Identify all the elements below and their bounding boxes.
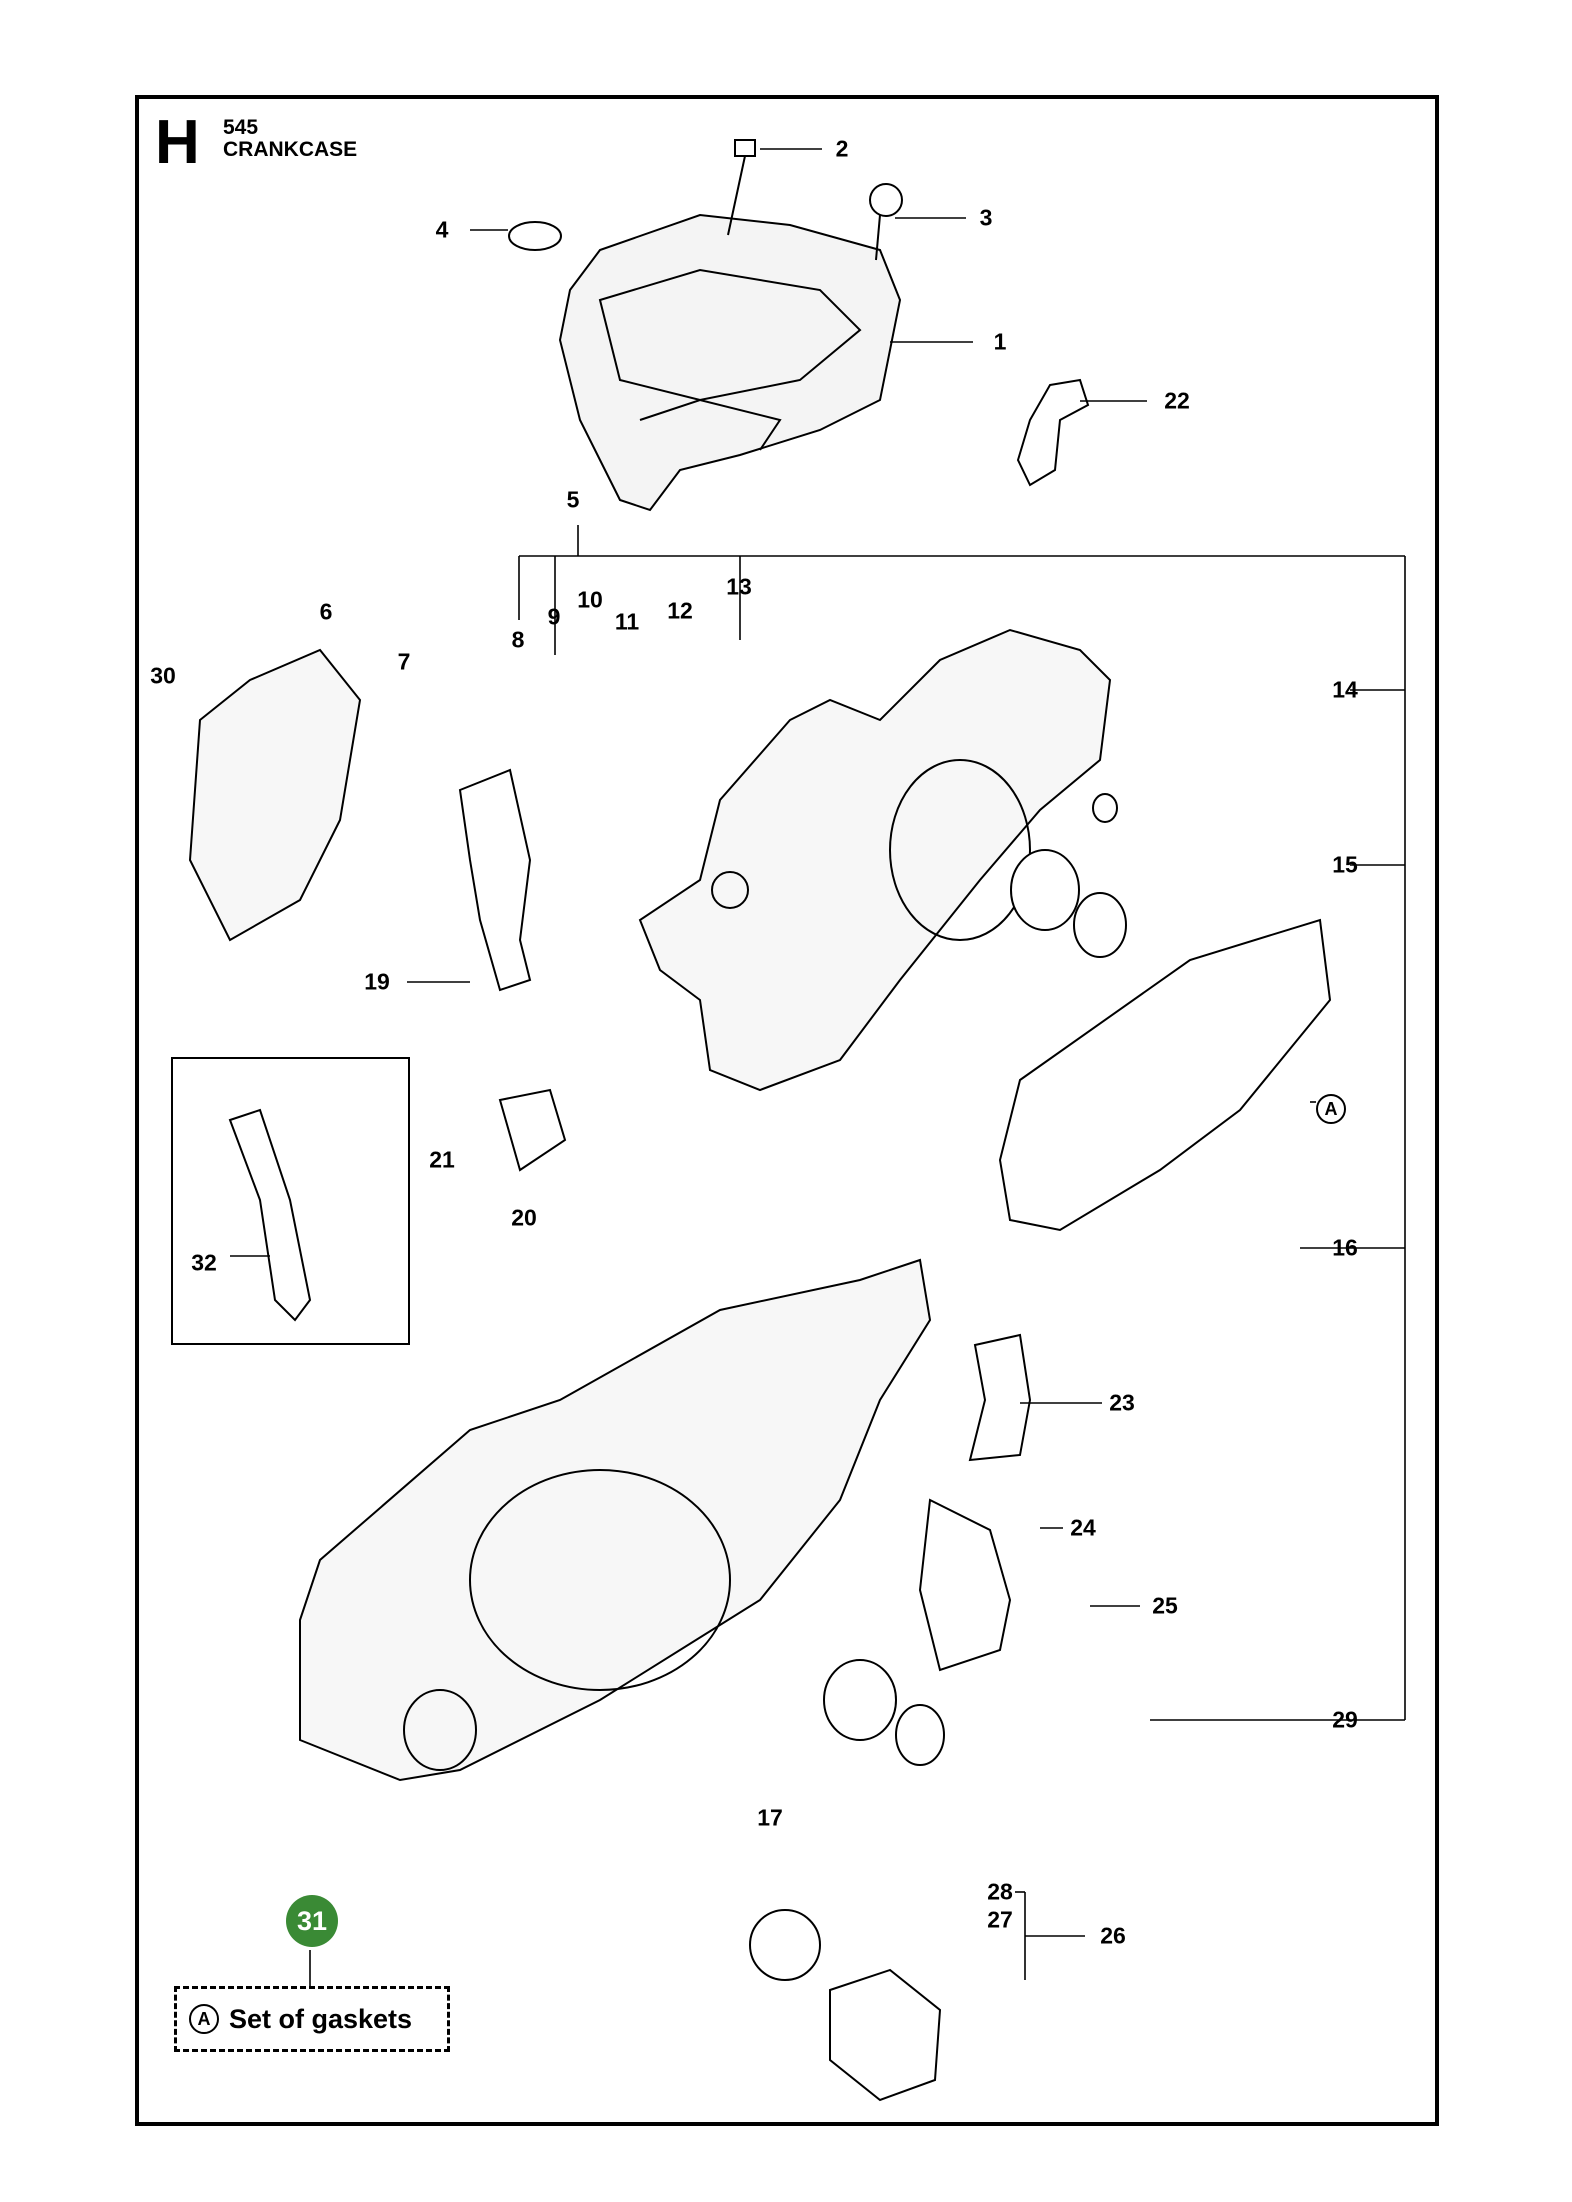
band-part-23 [968,1333,1032,1462]
callout-6: 6 [319,598,333,625]
screw-part-2 [727,139,756,236]
callout-19: 19 [364,968,390,995]
callout-5: 5 [566,486,580,513]
callout-13: 13 [726,573,752,600]
callout-1: 1 [993,328,1007,355]
callout-4: 4 [435,216,449,243]
gasket-marker: A [1316,1094,1346,1124]
plug-part-4 [508,221,562,251]
callout-30: 30 [150,662,176,689]
callout-2: 2 [835,135,849,162]
cover-part-6 [188,648,362,942]
bearing-part-29 [823,1659,897,1741]
section-model: 545 [223,116,259,139]
leader-lines [230,148,1406,1986]
callout-21: 21 [429,1146,455,1173]
callout-10: 10 [577,586,603,613]
seal-part-15 [1073,892,1127,958]
callout-3: 3 [979,204,993,231]
clamp-part-3 [869,183,903,261]
callout-12: 12 [667,597,693,624]
kit-marker: A [189,2004,219,2034]
callout-29: 29 [1332,1706,1358,1733]
seal-part-27 [749,1909,821,1981]
callout-24: 24 [1070,1514,1096,1541]
callout-28: 28 [987,1878,1013,1905]
callout-26: 26 [1100,1922,1126,1949]
callout-11: 11 [614,608,640,635]
callout-7: 7 [397,648,411,675]
crankcase-lower-part [299,1258,932,1782]
kit-legend-box: A Set of gaskets [174,1986,450,2052]
plate-part-32 [228,1108,312,1322]
callout-22: 22 [1164,387,1190,414]
callout-27: 27 [987,1906,1013,1933]
valve-part-26 [829,1968,942,2102]
plate-part-19 [458,768,532,992]
callout-15: 15 [1332,851,1358,878]
bracket-part-22 [1016,378,1090,487]
callout-17: 17 [757,1804,783,1831]
kit-label: Set of gaskets [229,2003,413,2034]
page-frame [135,95,1439,2126]
section-title: CRANKCASE [223,138,358,161]
callout-25: 25 [1152,1592,1178,1619]
seal-part-29 [895,1704,945,1766]
callout-32: 32 [191,1249,217,1276]
pin-part-14 [1092,793,1118,823]
section-letter: H [155,108,200,177]
callout-9: 9 [547,603,561,630]
cover-part-24 [918,1498,1012,1672]
crankcase-cover-part [558,213,902,512]
crankcase-main-part [638,628,1112,1092]
callout-16: 16 [1332,1234,1358,1261]
callout-8: 8 [511,626,525,653]
stop-part-20 [498,1088,567,1172]
callout-20: 20 [511,1204,537,1231]
detail-box-32 [171,1057,410,1345]
callout-23: 23 [1109,1389,1135,1416]
callout-14: 14 [1332,676,1358,703]
kit-number-badge: 31 [286,1895,338,1947]
bearing-part [1010,849,1080,931]
gasket-part [998,918,1332,1232]
